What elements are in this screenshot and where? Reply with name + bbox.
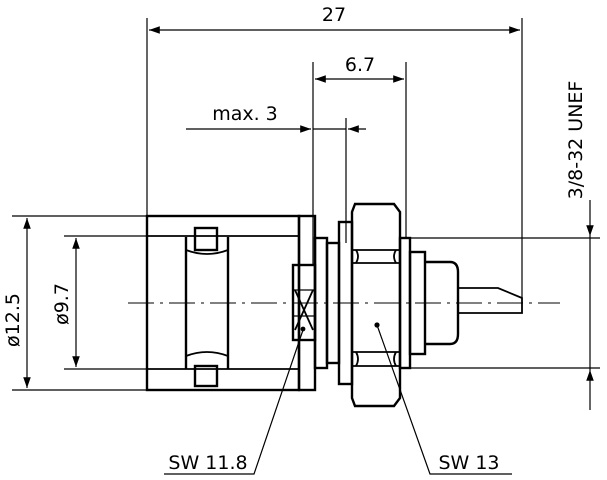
- large-hex-nut: [350, 202, 402, 408]
- extension-lines: [12, 18, 600, 391]
- dim-label-inner-diameter: ø9.7: [51, 283, 73, 325]
- callout-sw-11-8: SW 11.8: [168, 452, 247, 474]
- dim-label-max-3: max. 3: [212, 103, 278, 125]
- callout-sw-13: SW 13: [438, 452, 499, 474]
- dim-label-6-7: 6.7: [345, 54, 375, 76]
- leader-sw-13: [376, 324, 512, 475]
- dim-label-27: 27: [322, 4, 346, 26]
- rear-termination: [398, 236, 523, 370]
- dim-label-outer-diameter: ø12.5: [2, 293, 24, 347]
- dim-label-thread-spec: 3/8-32 UNEF: [565, 81, 587, 200]
- leader-sw-11-8: [164, 329, 304, 475]
